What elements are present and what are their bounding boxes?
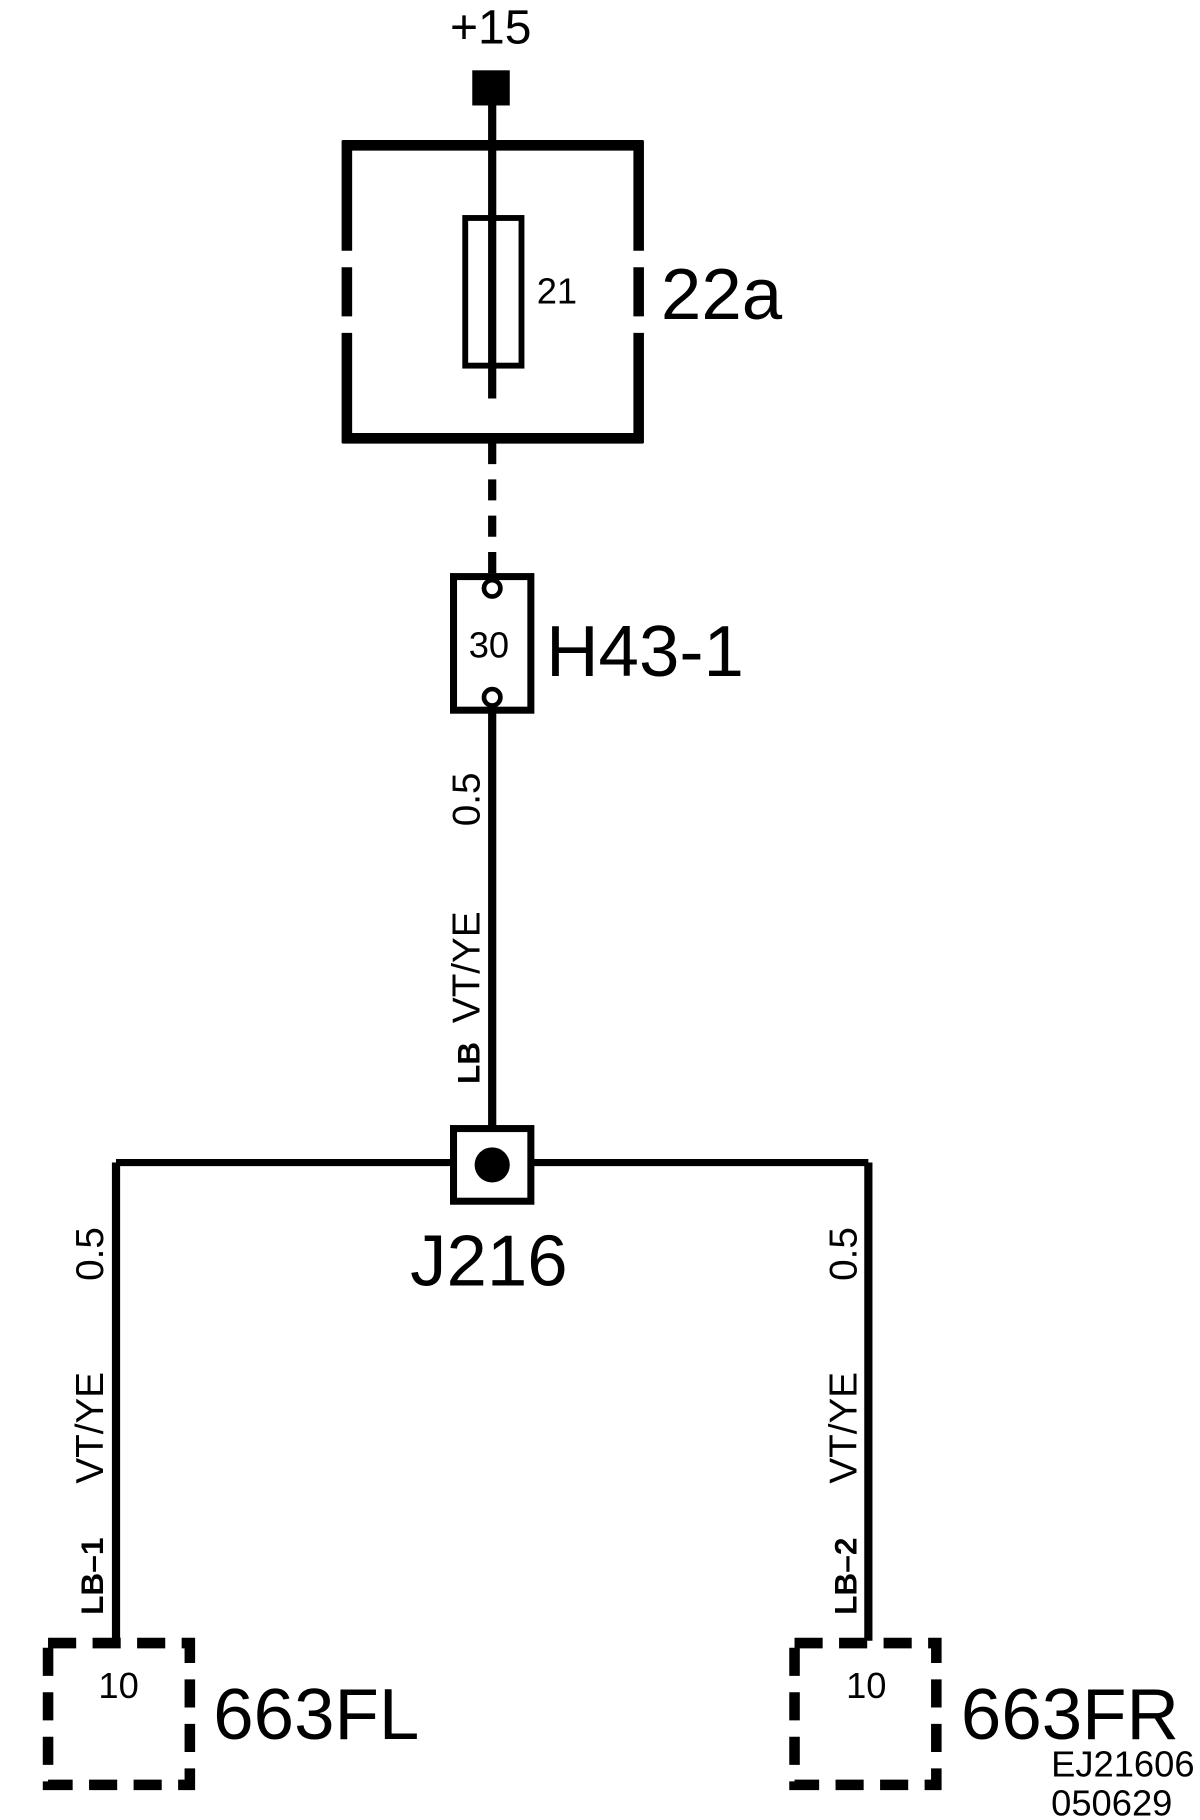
harness-top-color: VT/YE (445, 911, 488, 1023)
drawing-date: 050629 (1051, 1782, 1172, 1820)
fuse-block-outline (341, 140, 644, 444)
drawing-id: EJ21606 (1051, 1744, 1194, 1785)
connector-pin-bottom (481, 686, 503, 708)
connector-label: H43-1 (546, 611, 744, 692)
harness-top-size: 0.5 (445, 772, 488, 826)
splice-label: J216 (410, 1221, 568, 1302)
harness-right-code: LB–2 (828, 1538, 864, 1615)
component-right-box (789, 1637, 942, 1791)
connector-pin-number: 30 (469, 624, 509, 665)
harness-top-code: LB (450, 1042, 486, 1084)
supply-terminal (472, 70, 510, 106)
component-right-label: 663FR (961, 1674, 1179, 1755)
harness-right-color: VT/YE (823, 1372, 866, 1484)
harness-left-code: LB–1 (74, 1538, 110, 1615)
component-left-pin: 10 (98, 1665, 138, 1706)
harness-left-color: VT/YE (69, 1372, 112, 1484)
splice-dot (474, 1147, 510, 1183)
component-left-label: 663FL (213, 1674, 419, 1755)
component-left-box (42, 1637, 196, 1791)
component-right-pin: 10 (846, 1665, 886, 1706)
fuse-number: 21 (537, 271, 577, 312)
splice-box (450, 1125, 535, 1205)
harness-right-size: 0.5 (823, 1227, 866, 1281)
connector-pin-top (481, 577, 503, 599)
harness-left-size: 0.5 (69, 1227, 112, 1281)
supply-label: +15 (450, 1, 531, 54)
fuse-block-label: 22a (661, 254, 783, 335)
